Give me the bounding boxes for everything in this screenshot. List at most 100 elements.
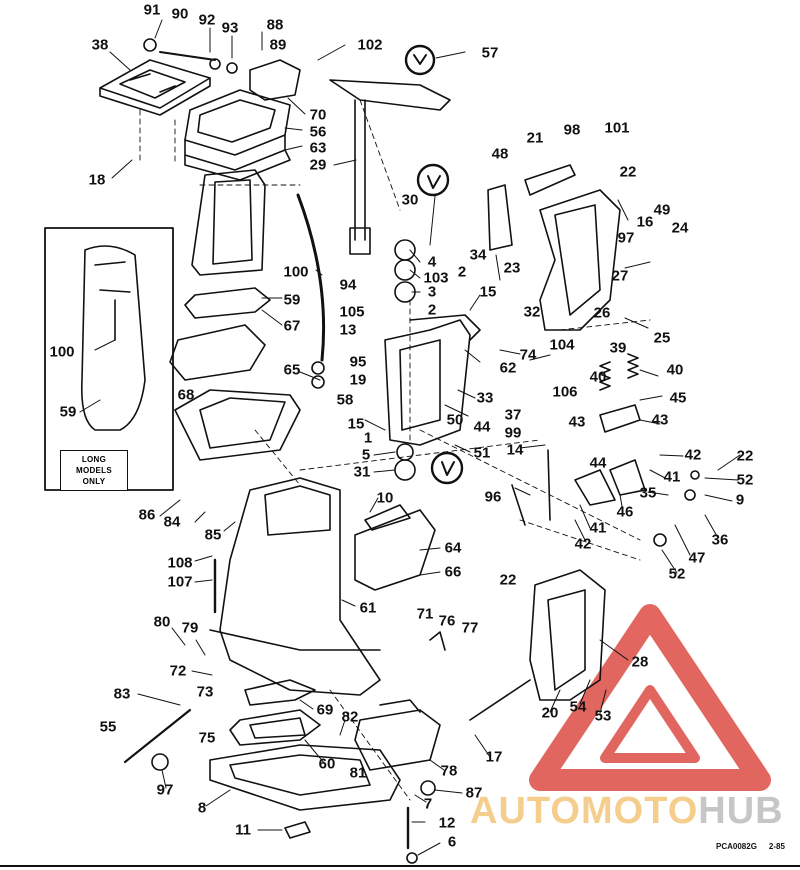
label-99: 99 bbox=[504, 424, 522, 442]
washer-4 bbox=[394, 239, 416, 261]
label-40b: 40 bbox=[666, 361, 684, 379]
label-80: 80 bbox=[153, 613, 171, 631]
label-62: 62 bbox=[499, 359, 517, 377]
label-91: 91 bbox=[143, 1, 161, 19]
rod-55 bbox=[123, 708, 192, 764]
label-40a: 40 bbox=[589, 368, 607, 386]
label-41a: 41 bbox=[663, 468, 681, 486]
watermark-part-2: HUB bbox=[698, 790, 784, 832]
label-78: 78 bbox=[440, 762, 458, 780]
watermark-text: AUTOMOTOHUB bbox=[470, 790, 784, 833]
plate-68 bbox=[169, 324, 266, 381]
label-47: 47 bbox=[688, 549, 706, 567]
label-22c: 22 bbox=[499, 571, 517, 589]
label-3: 3 bbox=[427, 283, 437, 301]
cover-81 bbox=[354, 709, 441, 771]
label-81: 81 bbox=[349, 764, 367, 782]
tilt-lock bbox=[599, 404, 641, 433]
label-51: 51 bbox=[473, 444, 491, 462]
label-15b: 15 bbox=[347, 415, 365, 433]
plate-60 bbox=[229, 709, 321, 746]
label-61: 61 bbox=[359, 599, 377, 617]
bushing-91 bbox=[143, 38, 157, 52]
label-79: 79 bbox=[181, 619, 199, 637]
spring-40 bbox=[627, 353, 639, 379]
label-88: 88 bbox=[266, 16, 284, 34]
label-84: 84 bbox=[163, 513, 181, 531]
cap-71 bbox=[429, 631, 446, 651]
reverse-lock bbox=[574, 469, 616, 506]
label-12: 12 bbox=[438, 814, 456, 832]
note-line-3: ONLY bbox=[82, 477, 106, 486]
callout-31 bbox=[430, 451, 464, 485]
inner-exhaust bbox=[191, 169, 266, 276]
gasket-69 bbox=[244, 679, 316, 706]
washer-31 bbox=[394, 459, 416, 481]
long-models-note: LONG MODELS ONLY bbox=[60, 450, 128, 491]
figure-id: PCA0082G bbox=[716, 842, 757, 851]
label-98: 98 bbox=[563, 121, 581, 139]
label-21: 21 bbox=[526, 129, 544, 147]
label-73: 73 bbox=[196, 683, 214, 701]
figure-date: 2-85 bbox=[768, 842, 785, 851]
label-32: 32 bbox=[523, 303, 541, 321]
label-54: 54 bbox=[569, 698, 587, 716]
label-35: 35 bbox=[639, 484, 657, 502]
label-18: 18 bbox=[88, 171, 106, 189]
exhaust-housing bbox=[219, 477, 381, 696]
label-55: 55 bbox=[99, 718, 117, 736]
label-105: 105 bbox=[339, 303, 365, 321]
watermark-part-1: AUTOMOTO bbox=[470, 790, 699, 832]
label-95: 95 bbox=[349, 353, 367, 371]
stern-bracket-lower bbox=[529, 569, 606, 701]
water-tube bbox=[296, 193, 326, 362]
label-74: 74 bbox=[519, 346, 537, 364]
label-27: 27 bbox=[611, 267, 629, 285]
label-59b: 59 bbox=[59, 403, 77, 421]
label-6: 6 bbox=[447, 833, 457, 851]
label-85: 85 bbox=[204, 526, 222, 544]
label-92: 92 bbox=[198, 11, 216, 29]
label-15a: 15 bbox=[479, 283, 497, 301]
label-37: 37 bbox=[504, 406, 522, 424]
note-line-2: MODELS bbox=[75, 466, 113, 475]
label-25: 25 bbox=[653, 329, 671, 347]
tilt-lever bbox=[487, 184, 513, 251]
label-75: 75 bbox=[198, 729, 216, 747]
label-103: 103 bbox=[423, 269, 449, 287]
label-16: 16 bbox=[636, 213, 654, 231]
anode-11 bbox=[284, 821, 311, 839]
bushing-5 bbox=[396, 443, 414, 461]
label-108: 108 bbox=[167, 554, 193, 572]
label-44: 44 bbox=[473, 418, 491, 436]
label-5: 5 bbox=[361, 446, 371, 464]
label-66: 66 bbox=[444, 563, 462, 581]
label-100b: 100 bbox=[49, 343, 75, 361]
figure-code: PCA0082G 2-85 bbox=[716, 842, 797, 851]
label-39: 39 bbox=[609, 339, 627, 357]
label-30: 30 bbox=[401, 191, 419, 209]
label-50: 50 bbox=[446, 411, 464, 429]
label-87: 87 bbox=[465, 784, 483, 802]
label-49: 49 bbox=[653, 201, 671, 219]
label-96: 96 bbox=[484, 488, 502, 506]
label-19: 19 bbox=[349, 371, 367, 389]
label-45: 45 bbox=[669, 389, 687, 407]
label-64: 64 bbox=[444, 539, 462, 557]
label-24: 24 bbox=[671, 219, 689, 237]
label-28: 28 bbox=[631, 653, 649, 671]
label-42b: 42 bbox=[574, 535, 592, 553]
label-41b: 41 bbox=[589, 519, 607, 537]
label-11: 11 bbox=[235, 821, 251, 839]
gasket-67 bbox=[184, 287, 271, 319]
rod-96 bbox=[511, 484, 526, 526]
plug-87 bbox=[420, 780, 436, 796]
steering-arm bbox=[329, 79, 451, 111]
label-8: 8 bbox=[197, 799, 207, 817]
label-67: 67 bbox=[283, 317, 301, 335]
leader-lines bbox=[79, 19, 741, 856]
label-93: 93 bbox=[221, 19, 239, 37]
label-71: 71 bbox=[416, 605, 434, 623]
